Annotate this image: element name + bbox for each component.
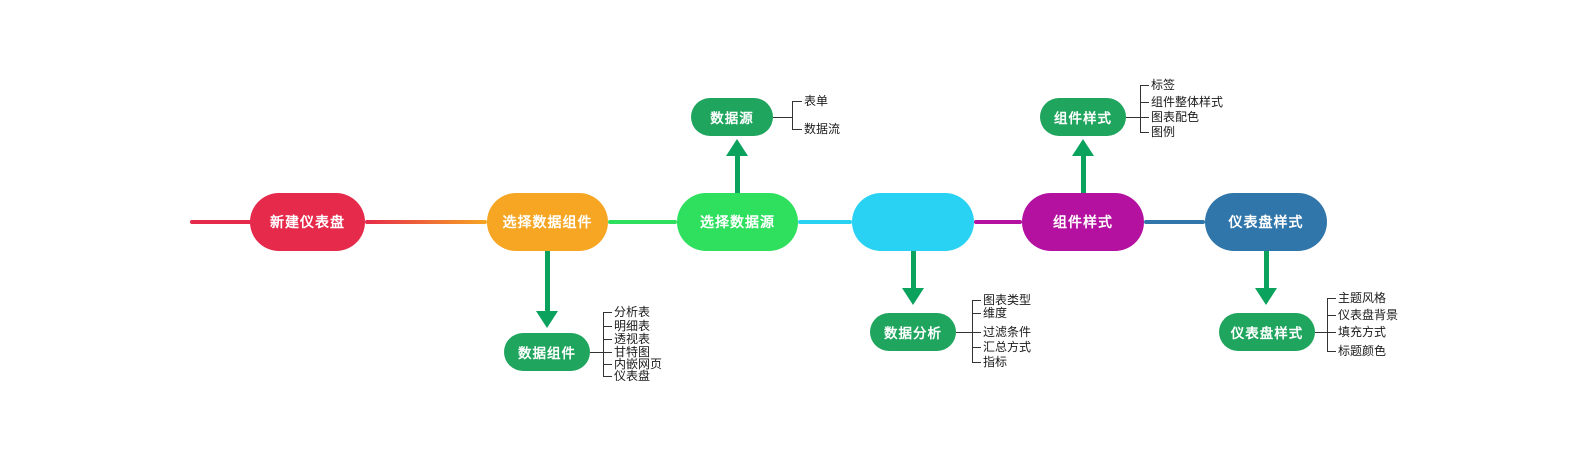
node-component-style[interactable]: 组件样式: [1022, 193, 1144, 251]
leaf-label: 分析表: [614, 305, 651, 319]
node-choose-data-component[interactable]: 选择数据组件: [487, 193, 608, 251]
branch-line: [792, 129, 802, 130]
branch-line: [603, 312, 612, 313]
connector-line-4-5: [974, 220, 1022, 224]
branch-line: [603, 312, 604, 377]
subnode-data-source[interactable]: 数据源: [691, 98, 773, 136]
branch-line: [1327, 298, 1328, 352]
leaf-label: 甘特图: [614, 345, 651, 359]
subnode-dashboard-style[interactable]: 仪表盘样式: [1219, 313, 1315, 351]
branch-line: [590, 352, 603, 353]
branch-line: [972, 347, 981, 348]
arrow-shaft: [1264, 251, 1269, 288]
branch-line: [972, 332, 981, 333]
subnode-data-analysis[interactable]: 数据分析: [870, 313, 956, 351]
branch-line: [1140, 132, 1149, 133]
branch-line: [603, 352, 612, 353]
arrow-shaft: [735, 156, 740, 193]
leaf-label: 过滤条件: [983, 325, 1032, 339]
branch-line: [972, 362, 981, 363]
node-dashboard-style[interactable]: 仪表盘样式: [1205, 193, 1327, 251]
branch-line: [1126, 117, 1140, 118]
leaf-label: 图例: [1151, 125, 1176, 139]
branch-line: [792, 101, 802, 102]
arrow-down-icon: [536, 311, 558, 328]
branch-line: [956, 332, 972, 333]
node-blank[interactable]: [852, 193, 974, 251]
arrow-shaft: [911, 251, 916, 288]
branch-line: [603, 364, 612, 365]
leaf-label: 图表配色: [1151, 110, 1200, 124]
leaf-label: 指标: [983, 355, 1008, 369]
arrow-shaft: [545, 251, 550, 311]
branch-line: [792, 101, 793, 130]
leaf-label: 明细表: [614, 319, 651, 333]
node-create-dashboard[interactable]: 新建仪表盘: [250, 193, 365, 251]
leaf-label: 主题风格: [1338, 291, 1387, 305]
branch-line: [1327, 332, 1336, 333]
leaf-label: 仪表盘背景: [1338, 308, 1399, 322]
connector-line-3-4: [798, 220, 852, 224]
connector-line-2-3: [608, 220, 677, 224]
leaf-label: 内嵌网页: [614, 357, 663, 371]
leaf-label: 表单: [804, 94, 829, 108]
branch-line: [972, 313, 981, 314]
leaf-label: 组件整体样式: [1151, 95, 1224, 109]
leaf-label: 数据流: [804, 122, 841, 136]
branch-line: [1140, 85, 1141, 133]
leaf-label: 标题颜色: [1338, 344, 1387, 358]
leaf-label: 透视表: [614, 332, 651, 346]
branch-line: [1327, 315, 1336, 316]
leaf-label: 填充方式: [1338, 325, 1387, 339]
leaf-label: 维度: [983, 306, 1008, 320]
branch-line: [773, 117, 792, 118]
arrow-up-icon: [726, 139, 748, 156]
branch-line: [603, 376, 612, 377]
connector-line-1-2: [365, 220, 487, 224]
branch-line: [1140, 85, 1149, 86]
branch-line: [1327, 351, 1336, 352]
leaf-label: 仪表盘: [614, 369, 651, 383]
arrow-down-icon: [902, 288, 924, 305]
leaf-label: 图表类型: [983, 293, 1032, 307]
node-choose-data-source[interactable]: 选择数据源: [677, 193, 798, 251]
branch-line: [1140, 117, 1149, 118]
branch-line: [1327, 298, 1336, 299]
connector-line-5-6: [1144, 220, 1205, 224]
subnode-data-component[interactable]: 数据组件: [504, 333, 590, 371]
branch-line: [603, 326, 612, 327]
arrow-down-icon: [1255, 288, 1277, 305]
branch-line: [603, 339, 612, 340]
branch-line: [1140, 102, 1149, 103]
arrow-shaft: [1081, 156, 1086, 193]
leaf-label: 标签: [1151, 78, 1176, 92]
leaf-label: 汇总方式: [983, 340, 1032, 354]
connector-line-start: [190, 220, 252, 224]
arrow-up-icon: [1072, 139, 1094, 156]
subnode-component-style[interactable]: 组件样式: [1040, 98, 1126, 136]
branch-line: [1315, 332, 1327, 333]
branch-line: [972, 300, 973, 363]
branch-line: [972, 300, 981, 301]
